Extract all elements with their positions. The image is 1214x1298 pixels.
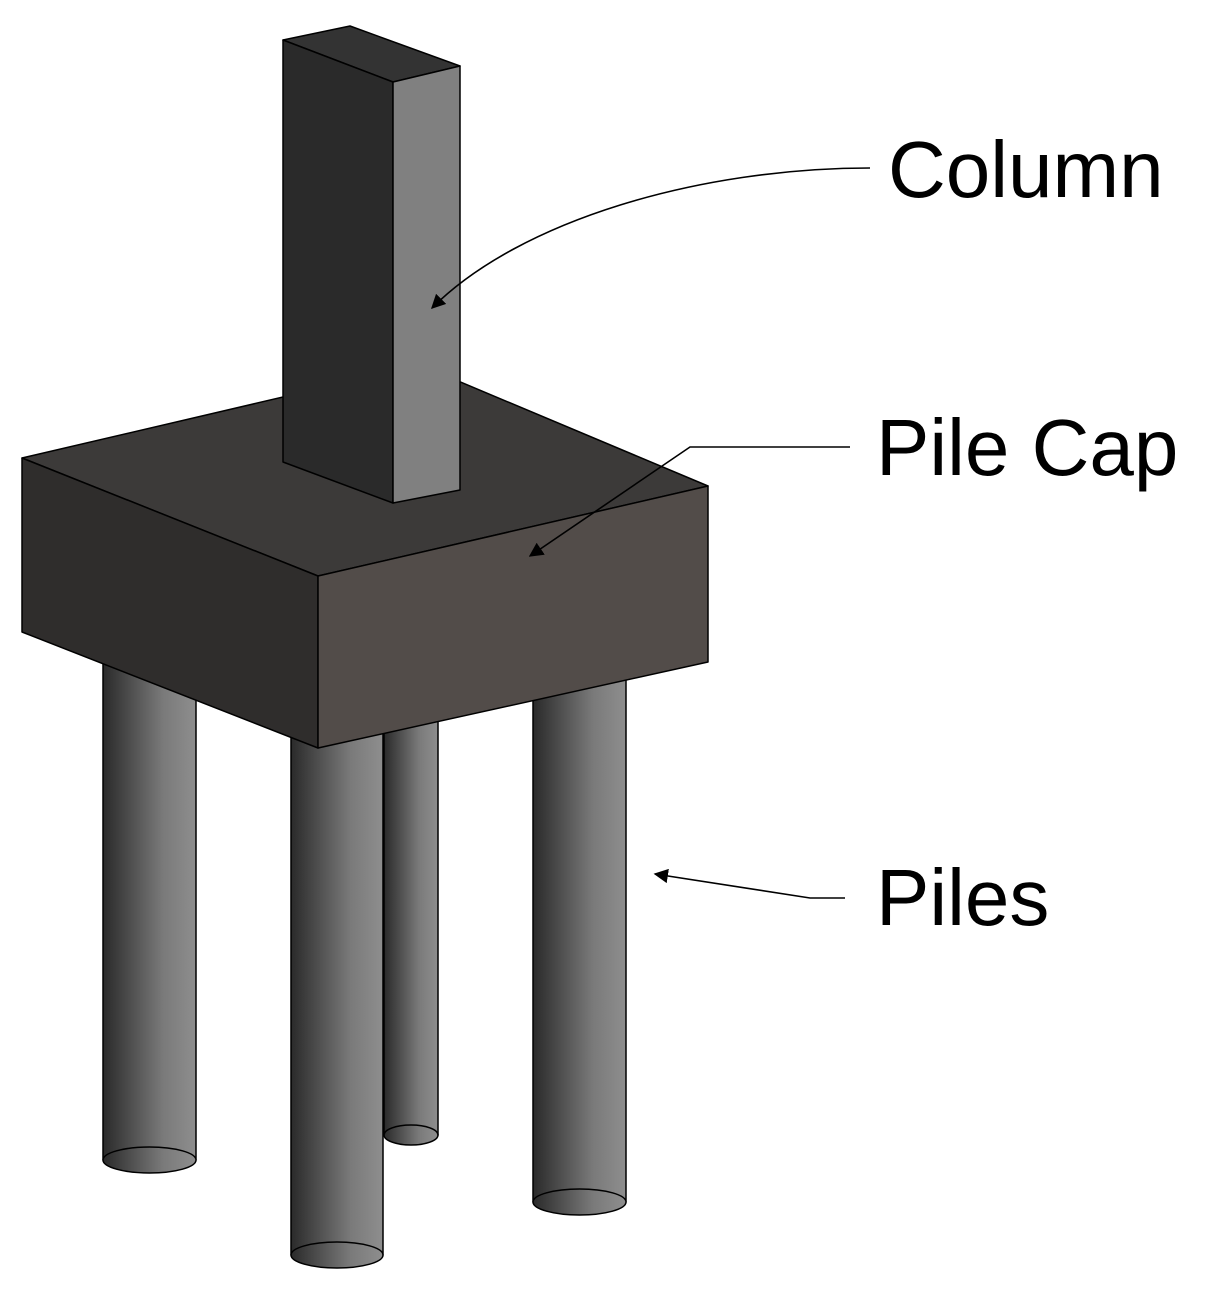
column-front-face — [282, 39, 394, 504]
column — [282, 25, 461, 504]
column-side-face — [392, 65, 461, 504]
pile-back-right — [532, 639, 627, 1216]
pile-front — [290, 699, 384, 1269]
pile-cap-right-face — [317, 485, 709, 749]
piles-leader-line — [653, 868, 845, 899]
column-label: Column — [888, 125, 1164, 214]
pile-cap — [21, 364, 709, 749]
column-leader-line — [430, 167, 871, 310]
pile-cap-leader-line — [528, 446, 850, 557]
pile-back-left — [102, 639, 197, 1174]
pile-cap-label: Pile Cap — [876, 403, 1178, 492]
piles-label: Piles — [876, 853, 1049, 942]
